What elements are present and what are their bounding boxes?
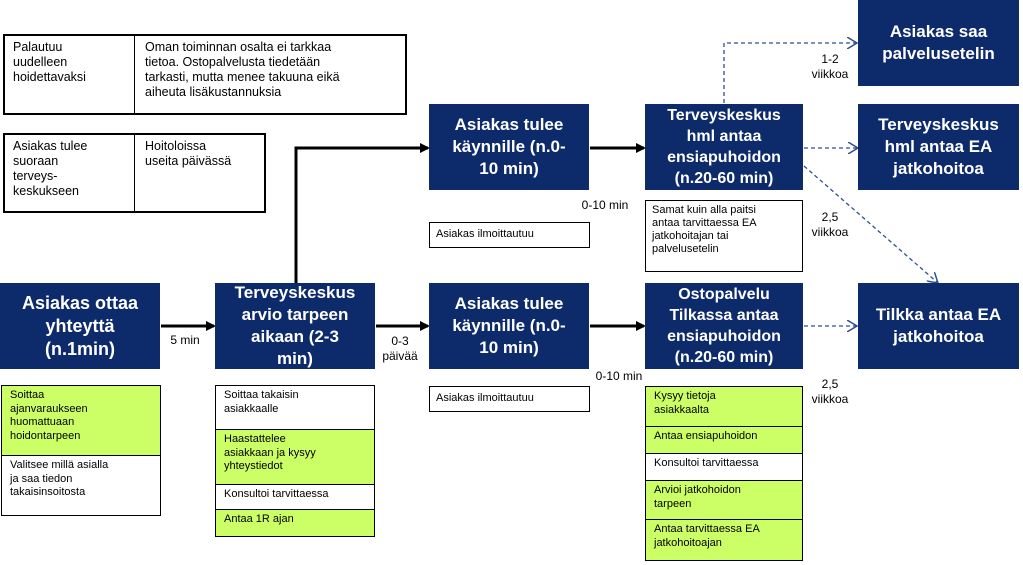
label-1-2-weeks: 1-2 viikkoa <box>811 52 849 81</box>
box-visit-top: Asiakas tulee käynnille (n.0- 10 min) <box>429 104 589 190</box>
step-assess-4: Antaa 1R ajan <box>216 510 374 536</box>
label-0-3-days: 0-3 päivää <box>382 334 418 363</box>
box-service-voucher: Asiakas saa palvelusetelin <box>858 0 1019 86</box>
info-box-direct-visit: Asiakas tulee suoraan terveys- keskuksee… <box>3 133 266 213</box>
label-5-min: 5 min <box>170 333 200 347</box>
label-2-5-weeks-top: 2,5 viikkoa <box>811 210 849 239</box>
box-hml-first-aid: Terveyskeskus hml antaa ensiapuhoidon (n… <box>645 104 803 190</box>
note-register-bottom: Asiakas ilmoittautuu <box>429 386 590 412</box>
step-tilkka-2: Antaa ensiapuhoidon <box>646 427 802 454</box>
arrow-assess-to-visit-top <box>294 143 430 284</box>
box-health-center-assessment: Terveyskeskus arvio tarpeen aikaan (2-3 … <box>215 283 375 369</box>
note-same-as-below: Samat kuin alla paitsi antaa tarvittaess… <box>645 200 803 272</box>
contact-steps: Soittaa ajanvaraukseen huomattuaan hoido… <box>1 385 161 516</box>
step-tilkka-4: Arvioi jatkohoidon tarpeen <box>646 481 802 520</box>
label-2-5-weeks-bottom: 2,5 viikkoa <box>811 377 849 406</box>
info-box-rework-text: Oman toiminnan osalta ei tarkkaa tietoa.… <box>145 40 340 99</box>
step-contact-1: Soittaa ajanvaraukseen huomattuaan hoido… <box>2 386 160 456</box>
box-hml-followup: Terveyskeskus hml antaa EA jatkohoitoa <box>858 104 1019 190</box>
arrow-hml-to-voucher <box>723 43 857 103</box>
step-contact-2: Valitsee millä asialla ja saa tiedon tak… <box>2 456 160 515</box>
info-box-direct-visit-label: Asiakas tulee suoraan terveys- keskuksee… <box>5 135 135 211</box>
step-assess-1: Soittaa takaisin asiakkaalle <box>216 386 374 430</box>
arrow-hml-to-tilkka-followup <box>803 165 938 283</box>
step-assess-2: Haastattelee asiakkaan ja kysyy yhteysti… <box>216 430 374 485</box>
step-tilkka-5: Antaa tarvittaessa EA jatkohoitoajan <box>646 520 802 560</box>
box-tilkka-followup: Tilkka antaa EA jatkohoitoa <box>858 283 1019 369</box>
tilkka-steps: Kysyy tietoja asiakkaalta Antaa ensiapuh… <box>645 386 803 561</box>
box-tilkka-first-aid: Ostopalvelu Tilkassa antaa ensiapuhoidon… <box>645 283 803 369</box>
assess-steps: Soittaa takaisin asiakkaalle Haastattele… <box>215 385 375 537</box>
box-customer-contacts: Asiakas ottaa yhteyttä (n.1min) <box>0 283 160 369</box>
step-tilkka-1: Kysyy tietoja asiakkaalta <box>646 387 802 427</box>
info-box-rework: Palautuu uudelleen hoidettavaksi Oman to… <box>3 34 407 115</box>
info-box-direct-visit-text: Hoitoloissa useita päivässä <box>145 139 232 168</box>
step-assess-3: Konsultoi tarvittaessa <box>216 485 374 510</box>
info-box-rework-label: Palautuu uudelleen hoidettavaksi <box>5 36 135 113</box>
label-0-10-min-bottom: 0-10 min <box>595 369 643 383</box>
step-tilkka-3: Konsultoi tarvittaessa <box>646 454 802 481</box>
note-register-top: Asiakas ilmoittautuu <box>429 222 590 248</box>
box-visit-bottom: Asiakas tulee käynnille (n.0- 10 min) <box>429 283 589 369</box>
label-0-10-min-top: 0-10 min <box>581 198 629 212</box>
